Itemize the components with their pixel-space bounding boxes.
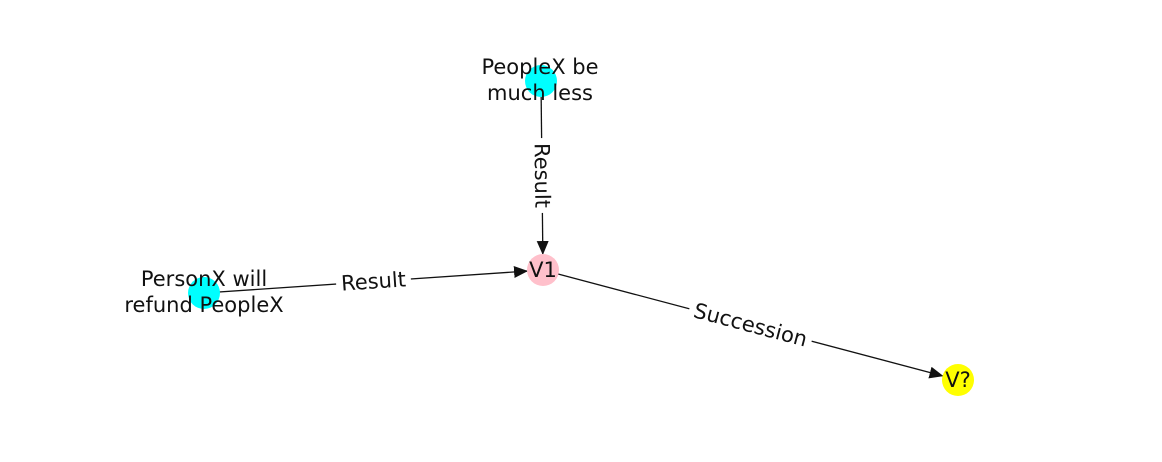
node-vq[interactable]	[942, 364, 974, 396]
edge-label-background	[528, 137, 556, 214]
edge-v1-vq-label: Succession	[686, 296, 815, 354]
edge-label-text: Result	[340, 267, 406, 295]
node-label-line: PersonX will	[141, 267, 267, 291]
edge-label-background	[335, 265, 412, 298]
node-peoplex_less[interactable]	[525, 65, 557, 97]
edge-label-text: Result	[530, 143, 555, 208]
edge-label-background	[686, 296, 815, 354]
nodes-layer	[188, 65, 974, 396]
node-label-vq: V?	[945, 368, 971, 392]
node-personx_refund[interactable]	[188, 277, 220, 309]
node-label-line: V?	[945, 368, 971, 392]
node-label-line: PeopleX be	[481, 55, 598, 79]
node-v1[interactable]	[527, 254, 559, 286]
edge-label-text: Succession	[691, 298, 810, 351]
edge-peoplex-v1-label: Result	[528, 137, 556, 214]
node-label-line: V1	[529, 258, 557, 282]
node-label-line: refund PeopleX	[124, 293, 283, 317]
node-label-v1: V1	[529, 258, 557, 282]
edges-layer	[203, 80, 944, 379]
node-label-line: much less	[487, 81, 593, 105]
edge-personx-v1-label: Result	[335, 265, 412, 298]
